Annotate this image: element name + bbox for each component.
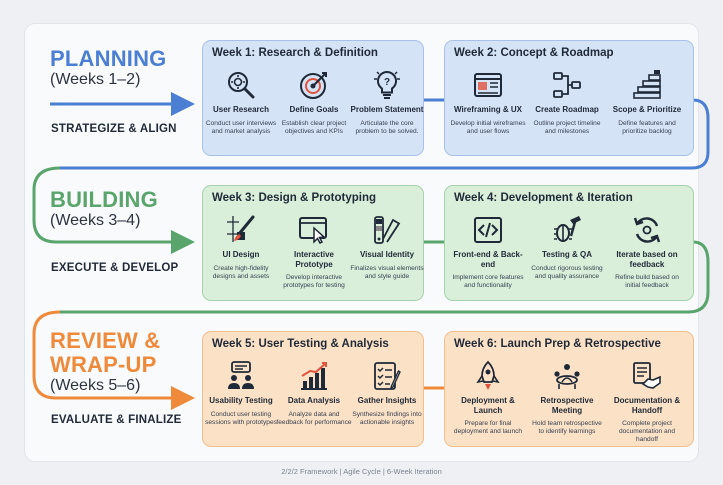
week-title: Week 6: Launch Prep & Retrospective	[454, 338, 661, 350]
footer-caption: 2/2/2 Framework | Agile Cycle | 6-Week I…	[281, 467, 442, 476]
item-visual-identity: Visual Identity Finalizes visual element…	[349, 214, 425, 281]
week-title: Week 5: User Testing & Analysis	[212, 338, 389, 350]
item-usability-testing: Usability Testing Conduct user testing s…	[203, 360, 279, 427]
week-3-card: Week 3: Design & Prototyping UI Design C…	[202, 185, 424, 301]
item-problem-statement: ? Problem Statement Articulate the core …	[349, 69, 425, 136]
document-handshake-icon	[633, 362, 661, 389]
phase-review-title: REVIEW & WRAP-UP (Weeks 5–6)	[50, 328, 161, 395]
item-create-roadmap: Create Roadmap Outline project timeline …	[529, 69, 605, 136]
svg-text:?: ?	[384, 77, 390, 88]
code-icon	[474, 217, 502, 243]
item-documentation-handoff: Documentation & Handoff Complete project…	[609, 360, 685, 444]
checklist-pen-icon	[374, 362, 401, 390]
item-deployment-launch: Deployment & Launch Prepare for final de…	[450, 360, 526, 436]
week-1-card: Week 1: Research & Definition User Resea…	[202, 40, 424, 156]
item-retrospective-meeting: Retrospective Meeting Hold team retrospe…	[529, 360, 605, 436]
week-6-card: Week 6: Launch Prep & Retrospective Depl…	[444, 331, 694, 447]
meeting-icon	[554, 364, 580, 389]
item-interactive-prototype: Interactive Prototype Develop interactiv…	[276, 214, 352, 290]
week-title: Week 2: Concept & Roadmap	[454, 47, 614, 59]
target-icon	[300, 72, 327, 99]
phase-review-action: EVALUATE & FINALIZE	[51, 414, 182, 426]
review-arrow	[32, 375, 195, 410]
user-chat-icon	[228, 361, 254, 389]
item-gather-insights: Gather Insights Synthesize findings into…	[349, 360, 425, 427]
brush-grid-icon	[227, 215, 255, 242]
item-wireframing: Wireframing & UX Develop initial wirefra…	[450, 69, 526, 136]
prototype-cursor-icon	[299, 217, 327, 244]
item-testing-qa: Testing & QA Conduct rigorous testing an…	[529, 214, 605, 281]
building-arrow	[32, 219, 195, 254]
swatch-icon	[374, 216, 401, 244]
lightbulb-question-icon: ?	[374, 70, 400, 99]
week-title: Week 4: Development & Iteration	[454, 192, 633, 204]
research-gear-magnifier-icon	[228, 72, 255, 99]
wireframe-icon	[474, 73, 502, 97]
item-define-goals: Define Goals Establish clear project obj…	[276, 69, 352, 136]
phase-building-title: BUILDING (Weeks 3–4)	[50, 187, 158, 230]
bar-trend-icon	[301, 362, 327, 390]
item-iterate: Iterate based on feedback Refine build b…	[609, 214, 685, 290]
phase-planning-action: STRATEGIZE & ALIGN	[51, 123, 177, 135]
priority-stack-icon	[633, 70, 661, 99]
week-2-card: Week 2: Concept & Roadmap Wireframing & …	[444, 40, 694, 156]
phase-building-action: EXECUTE & DEVELOP	[51, 262, 179, 274]
item-scope-prioritize: Scope & Prioritize Define features and p…	[609, 69, 685, 136]
item-data-analysis: Data Analysis Analyze data and feedback …	[276, 360, 352, 427]
item-front-back-end: Front-end & Back-end Implement core feat…	[450, 214, 526, 290]
item-user-research: User Research Conduct user interviews an…	[203, 69, 279, 136]
rocket-icon	[476, 360, 500, 390]
roadmap-icon	[553, 72, 581, 98]
phase-planning-title: PLANNING (Weeks 1–2)	[50, 46, 167, 89]
item-ui-design: UI Design Create high-fidelity designs a…	[203, 214, 279, 281]
week-5-card: Week 5: User Testing & Analysis Usabilit…	[202, 331, 424, 447]
week-title: Week 3: Design & Prototyping	[212, 192, 377, 204]
cycle-icon	[633, 217, 661, 243]
week-title: Week 1: Research & Definition	[212, 47, 378, 59]
bug-hammer-icon	[554, 216, 581, 242]
week-4-card: Week 4: Development & Iteration Front-en…	[444, 185, 694, 301]
